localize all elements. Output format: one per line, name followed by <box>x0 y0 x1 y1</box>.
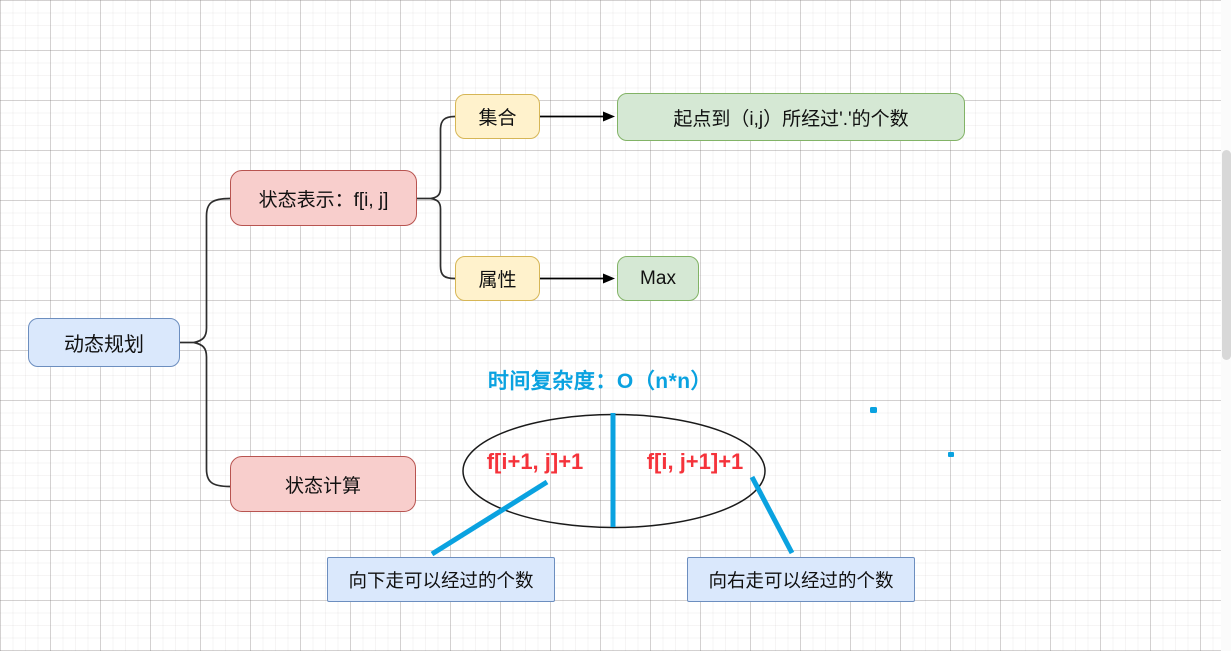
brace-root-connector[interactable] <box>193 197 231 488</box>
note-down-box[interactable]: 向下走可以经过的个数 <box>327 557 555 602</box>
formula-right-label: f[i, j+1]+1 <box>646 449 744 474</box>
node-root[interactable]: 动态规划 <box>28 318 180 367</box>
node-state-representation-label: 状态表示：f[i, j] <box>258 189 389 211</box>
stray-dot-1[interactable] <box>870 407 877 413</box>
arrow-set-head <box>603 111 615 122</box>
vertical-scrollbar-thumb[interactable] <box>1222 150 1231 360</box>
time-complexity-text[interactable]: 时间复杂度：O（n*n） <box>474 365 726 395</box>
node-set-description[interactable]: 起点到（i,j）所经过'.'的个数 <box>617 93 965 141</box>
node-set-label: 集合 <box>478 108 517 129</box>
node-attribute[interactable]: 属性 <box>455 256 540 301</box>
node-attribute-label: 属性 <box>478 270 517 291</box>
node-attribute-value[interactable]: Max <box>617 256 699 301</box>
node-state-representation[interactable]: 状态表示：f[i, j] <box>230 170 417 226</box>
arrow-attr-head <box>603 273 615 284</box>
brace-state-connector[interactable] <box>430 115 456 280</box>
node-attribute-value-label: Max <box>640 267 676 289</box>
formula-down-text[interactable]: f[i+1, j]+1 <box>470 449 600 475</box>
node-state-calculation[interactable]: 状态计算 <box>230 456 416 512</box>
formula-down-label: f[i+1, j]+1 <box>486 449 584 474</box>
pointer-right-line[interactable] <box>749 475 795 555</box>
note-down-label: 向下走可以经过的个数 <box>348 569 534 591</box>
node-root-label: 动态规划 <box>64 334 144 356</box>
pointer-down-line[interactable] <box>430 479 549 557</box>
node-set[interactable]: 集合 <box>455 94 540 139</box>
formula-right-text[interactable]: f[i, j+1]+1 <box>625 449 765 475</box>
note-right-box[interactable]: 向右走可以经过的个数 <box>687 557 915 602</box>
stray-dot-2[interactable] <box>948 452 954 457</box>
node-set-description-label: 起点到（i,j）所经过'.'的个数 <box>673 108 909 130</box>
time-complexity-label: 时间复杂度：O（n*n） <box>487 370 713 393</box>
note-right-label: 向右走可以经过的个数 <box>708 569 894 591</box>
node-state-calculation-label: 状态计算 <box>284 475 361 497</box>
